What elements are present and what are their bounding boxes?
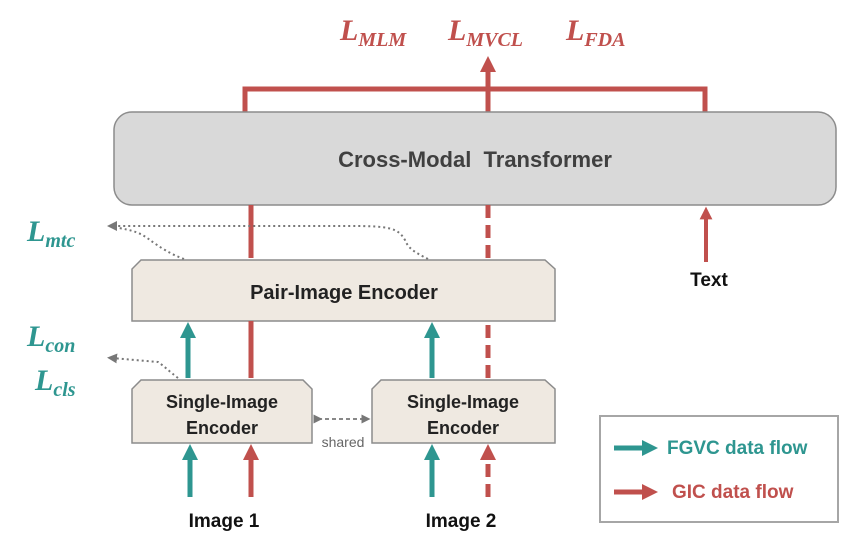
pair-image-encoder-label: Pair-Image Encoder xyxy=(250,282,438,304)
mtc-dotted-path-left xyxy=(111,226,185,260)
pair-image-encoder-block xyxy=(131,259,556,322)
loss-con-label: Lcon xyxy=(26,320,75,357)
loss-fda-label: LFDA xyxy=(565,14,625,51)
loss-mlm-label: LMLM xyxy=(339,14,407,51)
cross-modal-transformer-label: Cross-Modal Transformer xyxy=(338,147,612,172)
image-2-label: Image 2 xyxy=(426,511,497,532)
loss-mvcl-label: LMVCL xyxy=(447,14,523,51)
text-input-label: Text xyxy=(690,270,728,291)
legend-box xyxy=(599,415,839,523)
image-1-label: Image 1 xyxy=(189,511,260,532)
con-cls-dotted-path xyxy=(107,353,179,379)
single-image-encoder-1-block xyxy=(131,379,313,444)
legend-fgvc-label: FGVC data flow xyxy=(667,438,808,459)
single-image-encoder-2-label-line2: Encoder xyxy=(427,418,499,438)
mtc-dotted-path-right xyxy=(107,221,429,260)
cross-modal-transformer-block xyxy=(113,111,837,206)
gic-output-connector xyxy=(242,86,708,112)
single-image-encoder-2-block xyxy=(371,379,556,444)
legend: FGVC data flow GIC data flow xyxy=(599,415,839,523)
loss-mtc-label: Lmtc xyxy=(26,215,75,252)
single-image-encoder-1-label-line2: Encoder xyxy=(186,418,258,438)
shared-label: shared xyxy=(322,434,365,450)
legend-gic-label: GIC data flow xyxy=(672,482,794,503)
single-image-encoder-2-label-line1: Single-Image xyxy=(407,392,519,412)
single-image-encoder-1-label-line1: Single-Image xyxy=(166,392,278,412)
loss-cls-label: Lcls xyxy=(34,364,76,401)
